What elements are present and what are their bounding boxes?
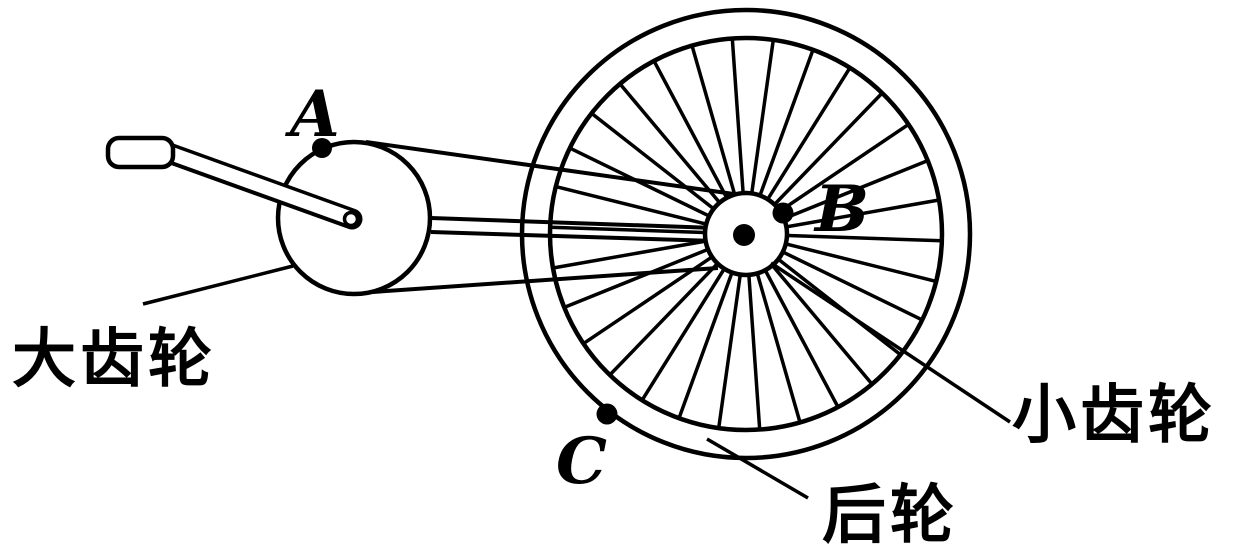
wheel-spoke [745, 253, 762, 430]
small-gear-leader-line [770, 261, 1011, 424]
axle-dot [733, 224, 755, 246]
wheel-spoke [640, 250, 737, 402]
wheel-spoke [550, 225, 727, 236]
point-a-dot [312, 138, 332, 158]
large-gear-leader-line [142, 264, 294, 306]
pedal [105, 135, 176, 170]
chain-and-frame [357, 140, 749, 295]
rear-wheel-leader-line [706, 437, 809, 500]
wheel-spoke [764, 237, 937, 284]
wheel-spoke [569, 146, 729, 227]
wheel-spoke [618, 82, 735, 220]
wheel-spoke [757, 248, 874, 386]
wheel-spoke [758, 91, 884, 221]
crank-and-pedal [105, 135, 363, 230]
crank-axle-hook [342, 210, 360, 228]
wheel-spoke [716, 253, 745, 429]
point-b-dot [772, 202, 794, 224]
wheel-spoke [755, 66, 852, 218]
point-a-label: A [285, 77, 340, 152]
chainstay-lower-line [430, 230, 716, 243]
chain-top-line [365, 140, 749, 198]
chain-bottom-line [357, 266, 719, 295]
wheel-spoke [555, 184, 728, 231]
wheel-spoke [753, 250, 840, 408]
wheel-spoke [590, 111, 732, 224]
wheel-spoke [552, 235, 727, 270]
point-c-label: C [556, 424, 607, 499]
wheel-spoke [760, 244, 902, 357]
small-gear-label: 小齿轮 [1012, 380, 1216, 451]
large-gear-label: 大齿轮 [12, 324, 216, 395]
wheel-spoke [747, 39, 776, 215]
wheel-spoke [652, 60, 739, 218]
wheel-spoke [749, 252, 802, 423]
wheel-spoke [677, 252, 741, 419]
point-c-dot [596, 403, 618, 425]
crank-arm-body [157, 144, 357, 225]
point-b-label: B [813, 172, 869, 247]
wheel-spoke [730, 38, 747, 215]
wheel-spoke [765, 232, 942, 243]
wheel-spoke [751, 49, 815, 216]
wheel-spoke [763, 241, 923, 322]
wheel-spoke [690, 45, 743, 216]
small-gear-hub [702, 190, 790, 278]
chainstay-upper-line [430, 216, 716, 230]
wheel-spoke [765, 198, 940, 233]
wheel-spoke [582, 243, 731, 346]
rear-wheel-label: 后轮 [822, 480, 958, 551]
